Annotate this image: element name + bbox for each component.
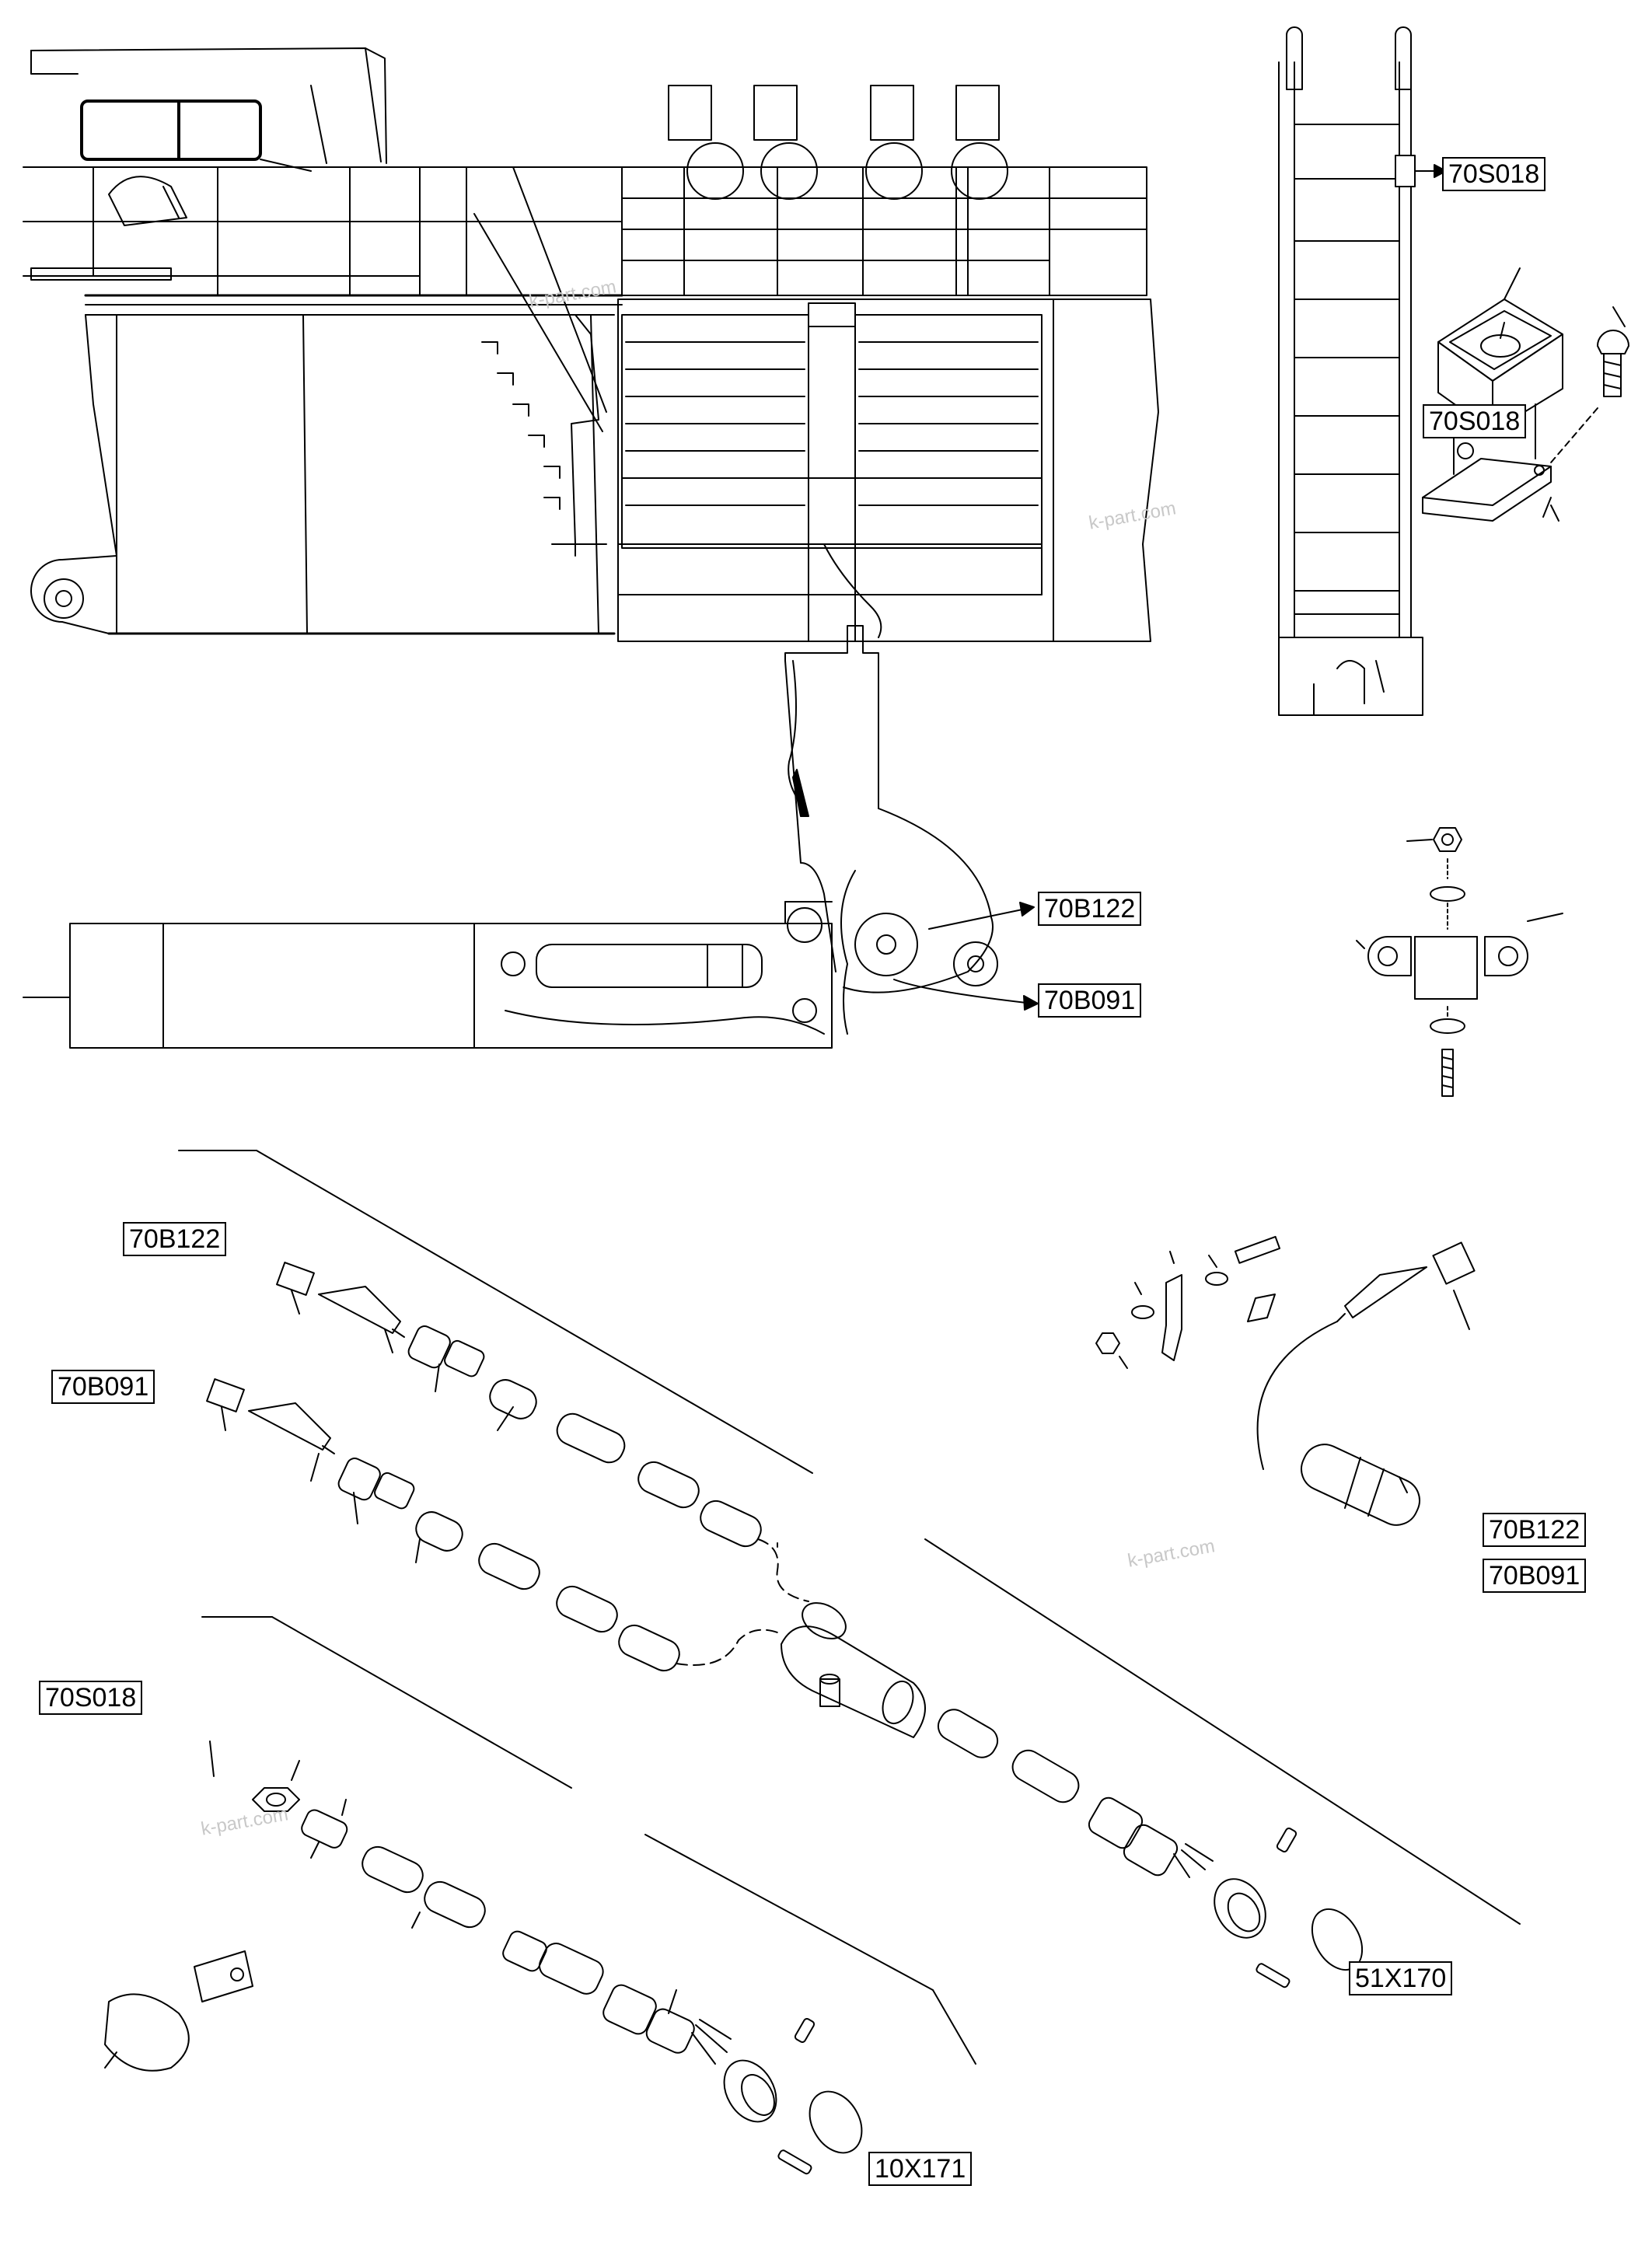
label-connector-10x171: 10X171 xyxy=(868,2152,973,2186)
label-connector-51x170: 51X170 xyxy=(1349,1961,1453,1995)
label-switch-box: 70S018 xyxy=(1423,404,1527,438)
label-ladder-switch: 70S018 xyxy=(1442,157,1546,191)
switch-box-view xyxy=(1422,267,1629,522)
label-sensor-top: 70B122 xyxy=(1038,892,1142,926)
label-harness-s018: 70S018 xyxy=(39,1681,143,1715)
boom-view xyxy=(23,625,1039,1049)
harness-s018-view xyxy=(104,1616,976,2175)
label-harness-b122: 70B122 xyxy=(123,1222,227,1256)
label-sensor-bottom: 70B091 xyxy=(1038,983,1142,1018)
label-sensor-part-b091: 70B091 xyxy=(1483,1559,1587,1593)
ladder-view xyxy=(1278,26,1447,716)
label-harness-b091: 70B091 xyxy=(51,1370,155,1404)
harness-b122-b091-view xyxy=(178,1150,1521,1988)
machine-superstructure-view xyxy=(23,47,1159,642)
sensor-view xyxy=(1095,1235,1476,1526)
label-sensor-part-b122: 70B122 xyxy=(1483,1513,1587,1547)
clamp-assembly-view xyxy=(1356,827,1563,1097)
